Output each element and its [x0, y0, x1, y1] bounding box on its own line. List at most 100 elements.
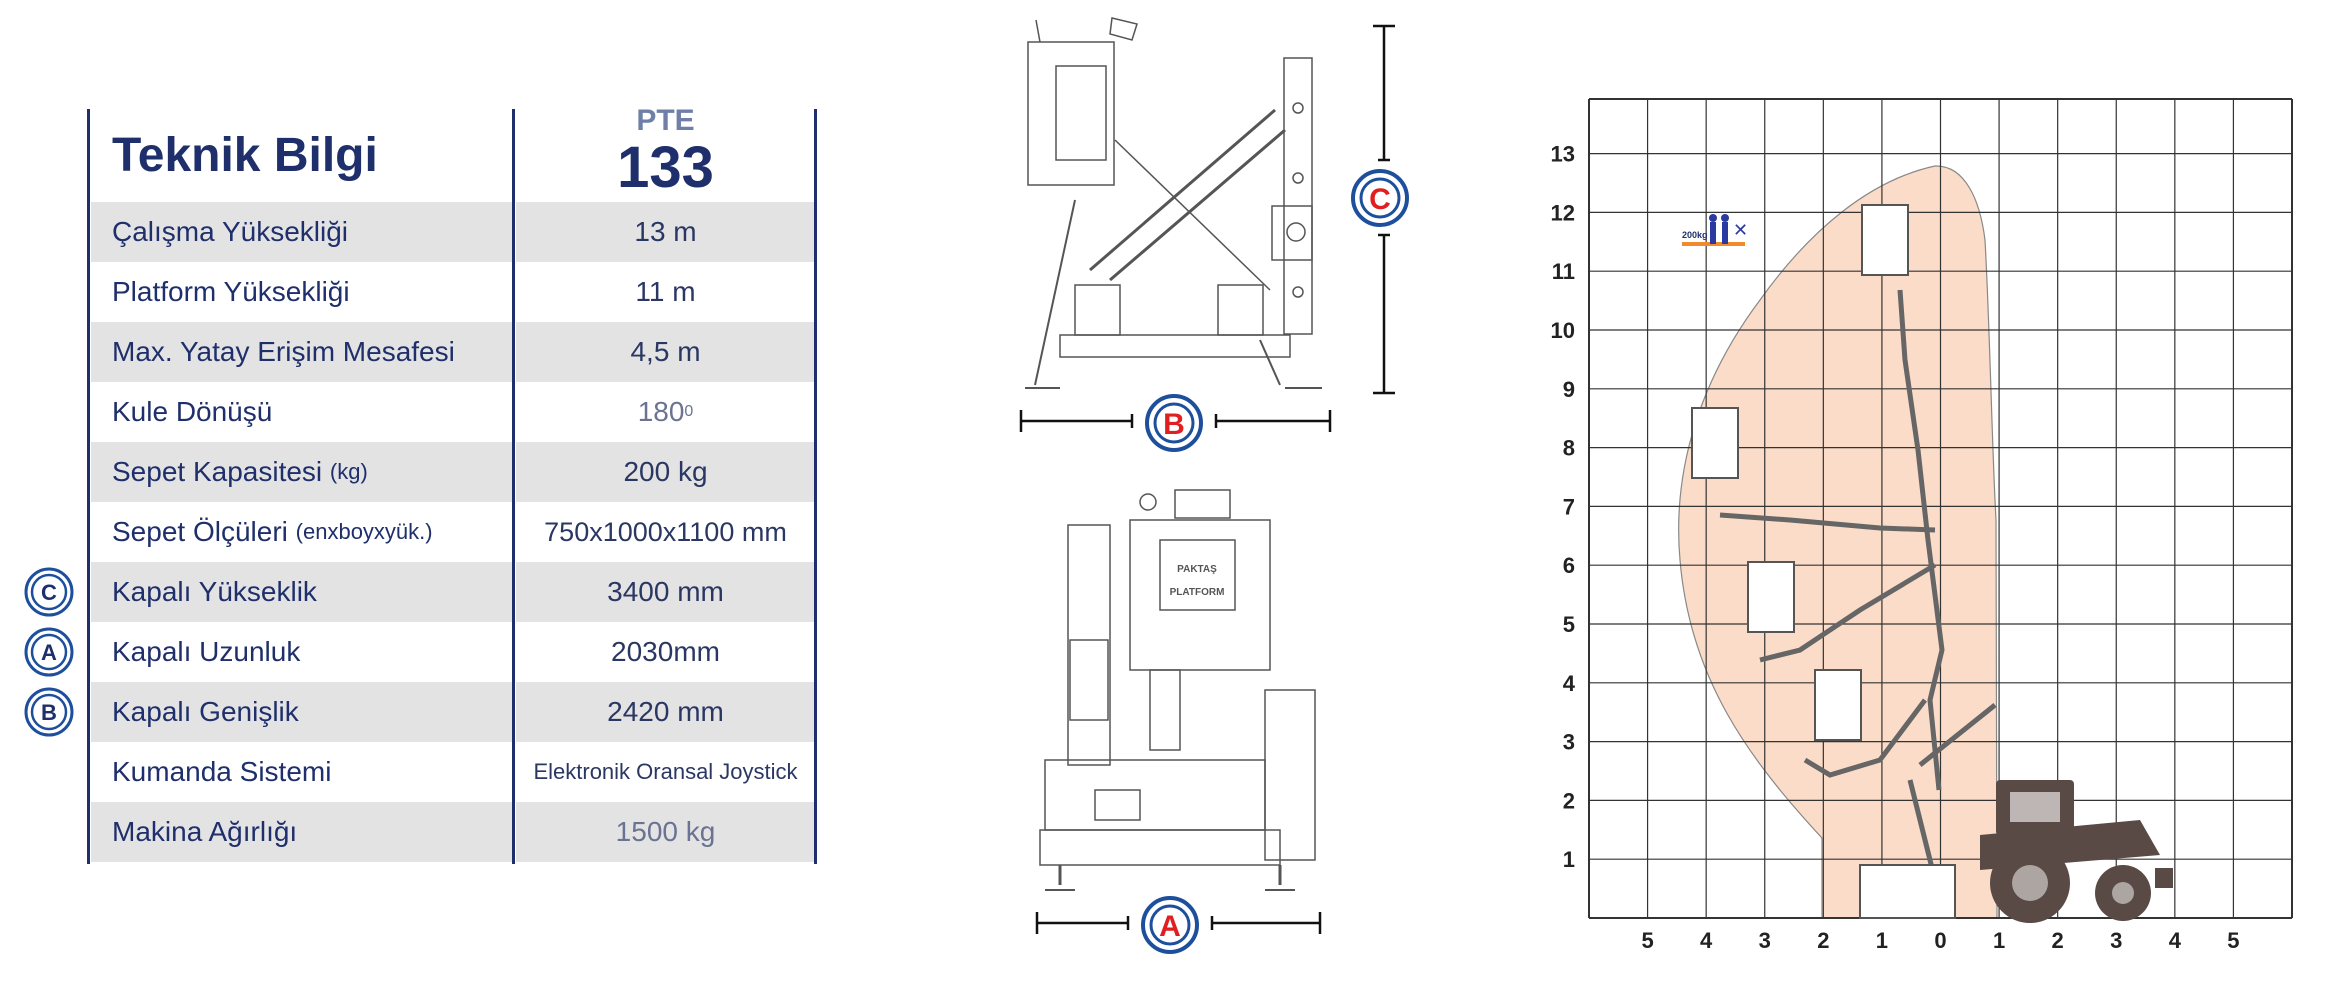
badge-c-icon: C	[24, 567, 74, 617]
y-tick-label: 10	[1551, 318, 1575, 343]
x-tick-label: 2	[1817, 928, 1829, 953]
badge-letter: B	[41, 700, 57, 725]
grid	[1588, 98, 2293, 919]
marker-letter: A	[1159, 910, 1181, 943]
label-unit: (kg)	[329, 459, 368, 484]
x-tick-label: 5	[1641, 928, 1653, 953]
row-label: Kule Dönüşü	[112, 396, 273, 427]
y-tick-label: 8	[1563, 436, 1575, 461]
table-border-right	[814, 109, 817, 864]
badge-b-icon: B	[24, 687, 74, 737]
row-value: 2030mm	[611, 636, 720, 667]
row-label: Kapalı Uzunluk	[112, 636, 301, 667]
row-value: 13 m	[516, 202, 815, 262]
row-label: Çalışma Yüksekliği	[91, 202, 513, 262]
machine-side-view	[1025, 17, 1322, 389]
table-row: Kumanda Sistemi Elektronik Oransal Joysti…	[91, 742, 815, 802]
row-value: 3400 mm	[516, 562, 815, 622]
x-tick-label: 2	[2052, 928, 2064, 953]
table-row: Sepet Kapasitesi (kg)200 kg	[91, 442, 815, 502]
y-tick-label: 4	[1563, 671, 1576, 696]
x-tick-label: 4	[1700, 928, 1713, 953]
platform-baskets	[1691, 204, 1909, 741]
y-tick-label: 3	[1563, 730, 1575, 755]
dimension-b	[1019, 410, 1332, 432]
x-tick-label: 1	[1993, 928, 2005, 953]
value-text: 180	[637, 396, 685, 427]
table-row: Platform Yüksekliği 11 m	[91, 262, 815, 322]
row-label: Kapalı Genişlik	[91, 682, 513, 742]
base-chassis	[1859, 864, 1956, 919]
x-tick-label: 3	[1759, 928, 1771, 953]
svg-text:✕: ✕	[1733, 220, 1748, 241]
label-unit: (enxboyxyük.)	[295, 519, 433, 544]
row-label: Makina Ağırlığı	[91, 802, 513, 862]
machine-front-view	[1039, 489, 1316, 891]
badge-letter: A	[41, 640, 57, 665]
operator-icon: ✕	[1709, 214, 1748, 244]
model-number: 133	[617, 135, 714, 200]
dimension-a	[1035, 912, 1322, 934]
x-tick-label: 5	[2227, 928, 2239, 953]
y-tick-label: 9	[1563, 377, 1575, 402]
row-value: 750x1000x1100 mm	[544, 516, 787, 547]
x-tick-label: 4	[2169, 928, 2182, 953]
y-tick-label: 2	[1563, 788, 1575, 813]
table-row: Kapalı Uzunluk 2030mm	[91, 622, 815, 682]
table-title: Teknik Bilgi	[112, 129, 378, 182]
marker-letter: B	[1163, 408, 1185, 441]
y-tick-label: 6	[1563, 553, 1575, 578]
label-text: Sepet Kapasitesi	[112, 456, 323, 487]
row-label: Sepet Ölçüleri (enxboyxyük.)	[91, 502, 513, 562]
row-value: Elektronik Oransal Joystick	[533, 759, 798, 784]
table-row: Sepet Ölçüleri (enxboyxyük.) 750x1000x110…	[91, 502, 815, 562]
table-divider	[512, 109, 515, 864]
dimension-c	[1373, 24, 1395, 395]
row-value: 11 m	[635, 276, 696, 307]
y-tick-label: 5	[1563, 612, 1575, 637]
row-label: Max. Yatay Erişim Mesafesi	[91, 322, 513, 382]
row-label: Kapalı Yükseklik	[91, 562, 513, 622]
marker-a-icon: A	[1141, 896, 1199, 954]
row-value: 200 kg	[516, 442, 815, 502]
tractor-icon	[1980, 780, 2173, 923]
capacity-label: 200kg	[1682, 230, 1708, 240]
y-tick-label: 12	[1551, 200, 1575, 225]
x-axis-labels: 5 4 3 2 1 0 1 2 3 4 5	[1641, 928, 2239, 953]
x-tick-label: 1	[1876, 928, 1888, 953]
x-tick-label: 3	[2110, 928, 2122, 953]
y-tick-label: 1	[1563, 847, 1575, 872]
label-text: Sepet Ölçüleri	[112, 516, 288, 547]
degree-sup: 0	[684, 403, 694, 420]
marker-letter: C	[1369, 183, 1391, 216]
table-border-left	[87, 109, 90, 864]
badge-letter: C	[41, 580, 57, 605]
row-value: 2420 mm	[516, 682, 815, 742]
row-value: 1500 kg	[516, 802, 815, 862]
row-label: Sepet Kapasitesi (kg)	[91, 442, 513, 502]
model-prefix: PTE	[636, 104, 695, 137]
badge-a-icon: A	[24, 627, 74, 677]
row-label: Platform Yüksekliği	[112, 276, 350, 307]
marker-c-icon: C	[1351, 169, 1409, 227]
plate-line1: PAKTAŞ	[1177, 564, 1217, 575]
y-tick-label: 7	[1563, 494, 1575, 519]
working-envelope	[1678, 165, 1998, 919]
y-tick-label: 11	[1552, 259, 1575, 284]
row-value: 4,5 m	[516, 322, 815, 382]
y-tick-label: 13	[1551, 142, 1575, 167]
plate-line2: PLATFORM	[1170, 587, 1225, 598]
x-tick-label: 0	[1934, 928, 1946, 953]
row-label: Kumanda Sistemi	[112, 756, 332, 787]
marker-b-icon: B	[1145, 394, 1203, 452]
